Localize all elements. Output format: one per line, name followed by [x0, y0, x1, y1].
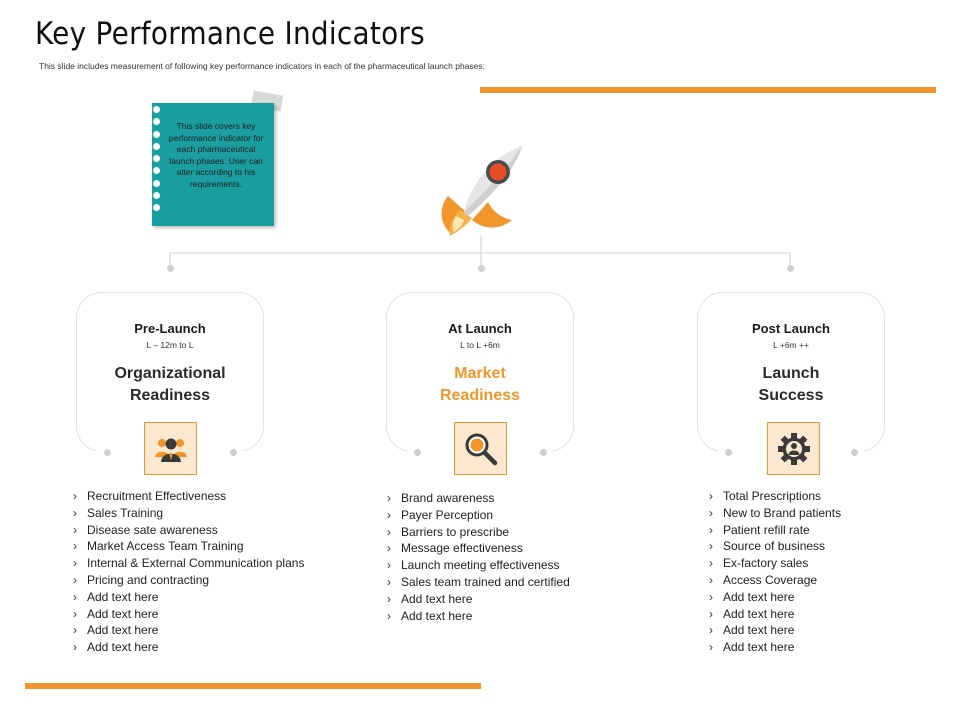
phase-name: Pre-Launch	[134, 321, 206, 336]
card-dot	[725, 449, 732, 456]
list-item: ›Add text here	[73, 640, 159, 655]
list-item: ›Market Access Team Training	[73, 539, 244, 554]
list-item: ›Internal & External Communication plans	[73, 556, 305, 571]
kpi-list-at-launch: ›Brand awareness ›Payer Perception ›Barr…	[387, 490, 570, 624]
kpi-list-pre-launch: ›Recruitment Effectiveness ›Sales Traini…	[73, 488, 304, 656]
list-item: ›Add text here	[709, 606, 795, 621]
connector-dot-at	[478, 265, 485, 272]
phase-goal: Organizational Readiness	[114, 365, 226, 404]
list-item: ›Barriers to prescribe	[387, 524, 510, 539]
top-accent-bar	[480, 87, 936, 93]
list-item: ›Add text here	[73, 623, 159, 638]
list-item: ›Access Coverage	[709, 572, 818, 587]
connector-dot-post	[787, 265, 794, 272]
card-dot	[230, 449, 237, 456]
list-item: ›Brand awareness	[387, 491, 495, 505]
connector-dot-pre	[167, 265, 174, 272]
list-item: ›Pricing and contracting	[73, 572, 210, 587]
list-item: ›Add text here	[73, 589, 159, 604]
phase-range: L +6m ++	[773, 340, 809, 350]
phase-goal: Launch Success	[758, 365, 824, 404]
rocket-icon	[441, 146, 522, 236]
team-icon	[154, 438, 187, 462]
list-item: ›Total Prescriptions	[709, 489, 822, 503]
sticky-note	[152, 103, 274, 226]
page-subtitle: This slide includes measurement of follo…	[39, 61, 486, 71]
list-item: ›Add text here	[387, 591, 473, 606]
list-item: ›Patient refill rate	[709, 522, 810, 537]
kpi-list-post-launch: ›Total Prescriptions ›New to Brand patie…	[709, 488, 841, 656]
magnifier-icon-box	[454, 422, 507, 475]
card-dot	[104, 449, 111, 456]
list-item: ›Sales Training	[73, 505, 164, 520]
note-binding-holes	[153, 106, 163, 217]
list-item: ›Ex-factory sales	[709, 556, 809, 571]
team-icon-box	[144, 422, 197, 475]
page-title: Key Performance Indicators	[35, 16, 425, 52]
card-dot	[414, 449, 421, 456]
phase-range: L – 12m to L	[146, 340, 194, 350]
list-item: ›Add text here	[709, 623, 795, 638]
list-item: ›Add text here	[709, 589, 795, 604]
phase-name: Post Launch	[751, 321, 830, 336]
phase-name: At Launch	[448, 321, 512, 336]
phase-range: L to L +6m	[460, 340, 500, 350]
card-dot	[851, 449, 858, 456]
note-text: This slide covers key performance indica…	[168, 121, 264, 189]
gear-person-icon	[777, 432, 810, 465]
card-dot	[540, 449, 547, 456]
bottom-accent-bar	[25, 683, 481, 689]
phase-goal: Market Readiness	[439, 365, 521, 404]
list-item: ›Add text here	[73, 606, 159, 621]
list-item: ›Sales team trained and certified	[387, 574, 570, 589]
list-item: ›Add text here	[387, 608, 473, 623]
list-item: ›Add text here	[709, 640, 795, 655]
list-item: ›Disease sate awareness	[73, 522, 218, 537]
list-item: ›Source of business	[709, 539, 826, 554]
list-item: ›Recruitment Effectiveness	[73, 489, 227, 503]
magnifier-icon	[465, 433, 497, 465]
list-item: ›Message effectiveness	[387, 541, 523, 556]
list-item: ›Launch meeting effectiveness	[387, 558, 560, 573]
gear-icon-box	[767, 422, 820, 475]
list-item: ›New to Brand patients	[709, 505, 842, 520]
list-item: ›Payer Perception	[387, 507, 494, 522]
